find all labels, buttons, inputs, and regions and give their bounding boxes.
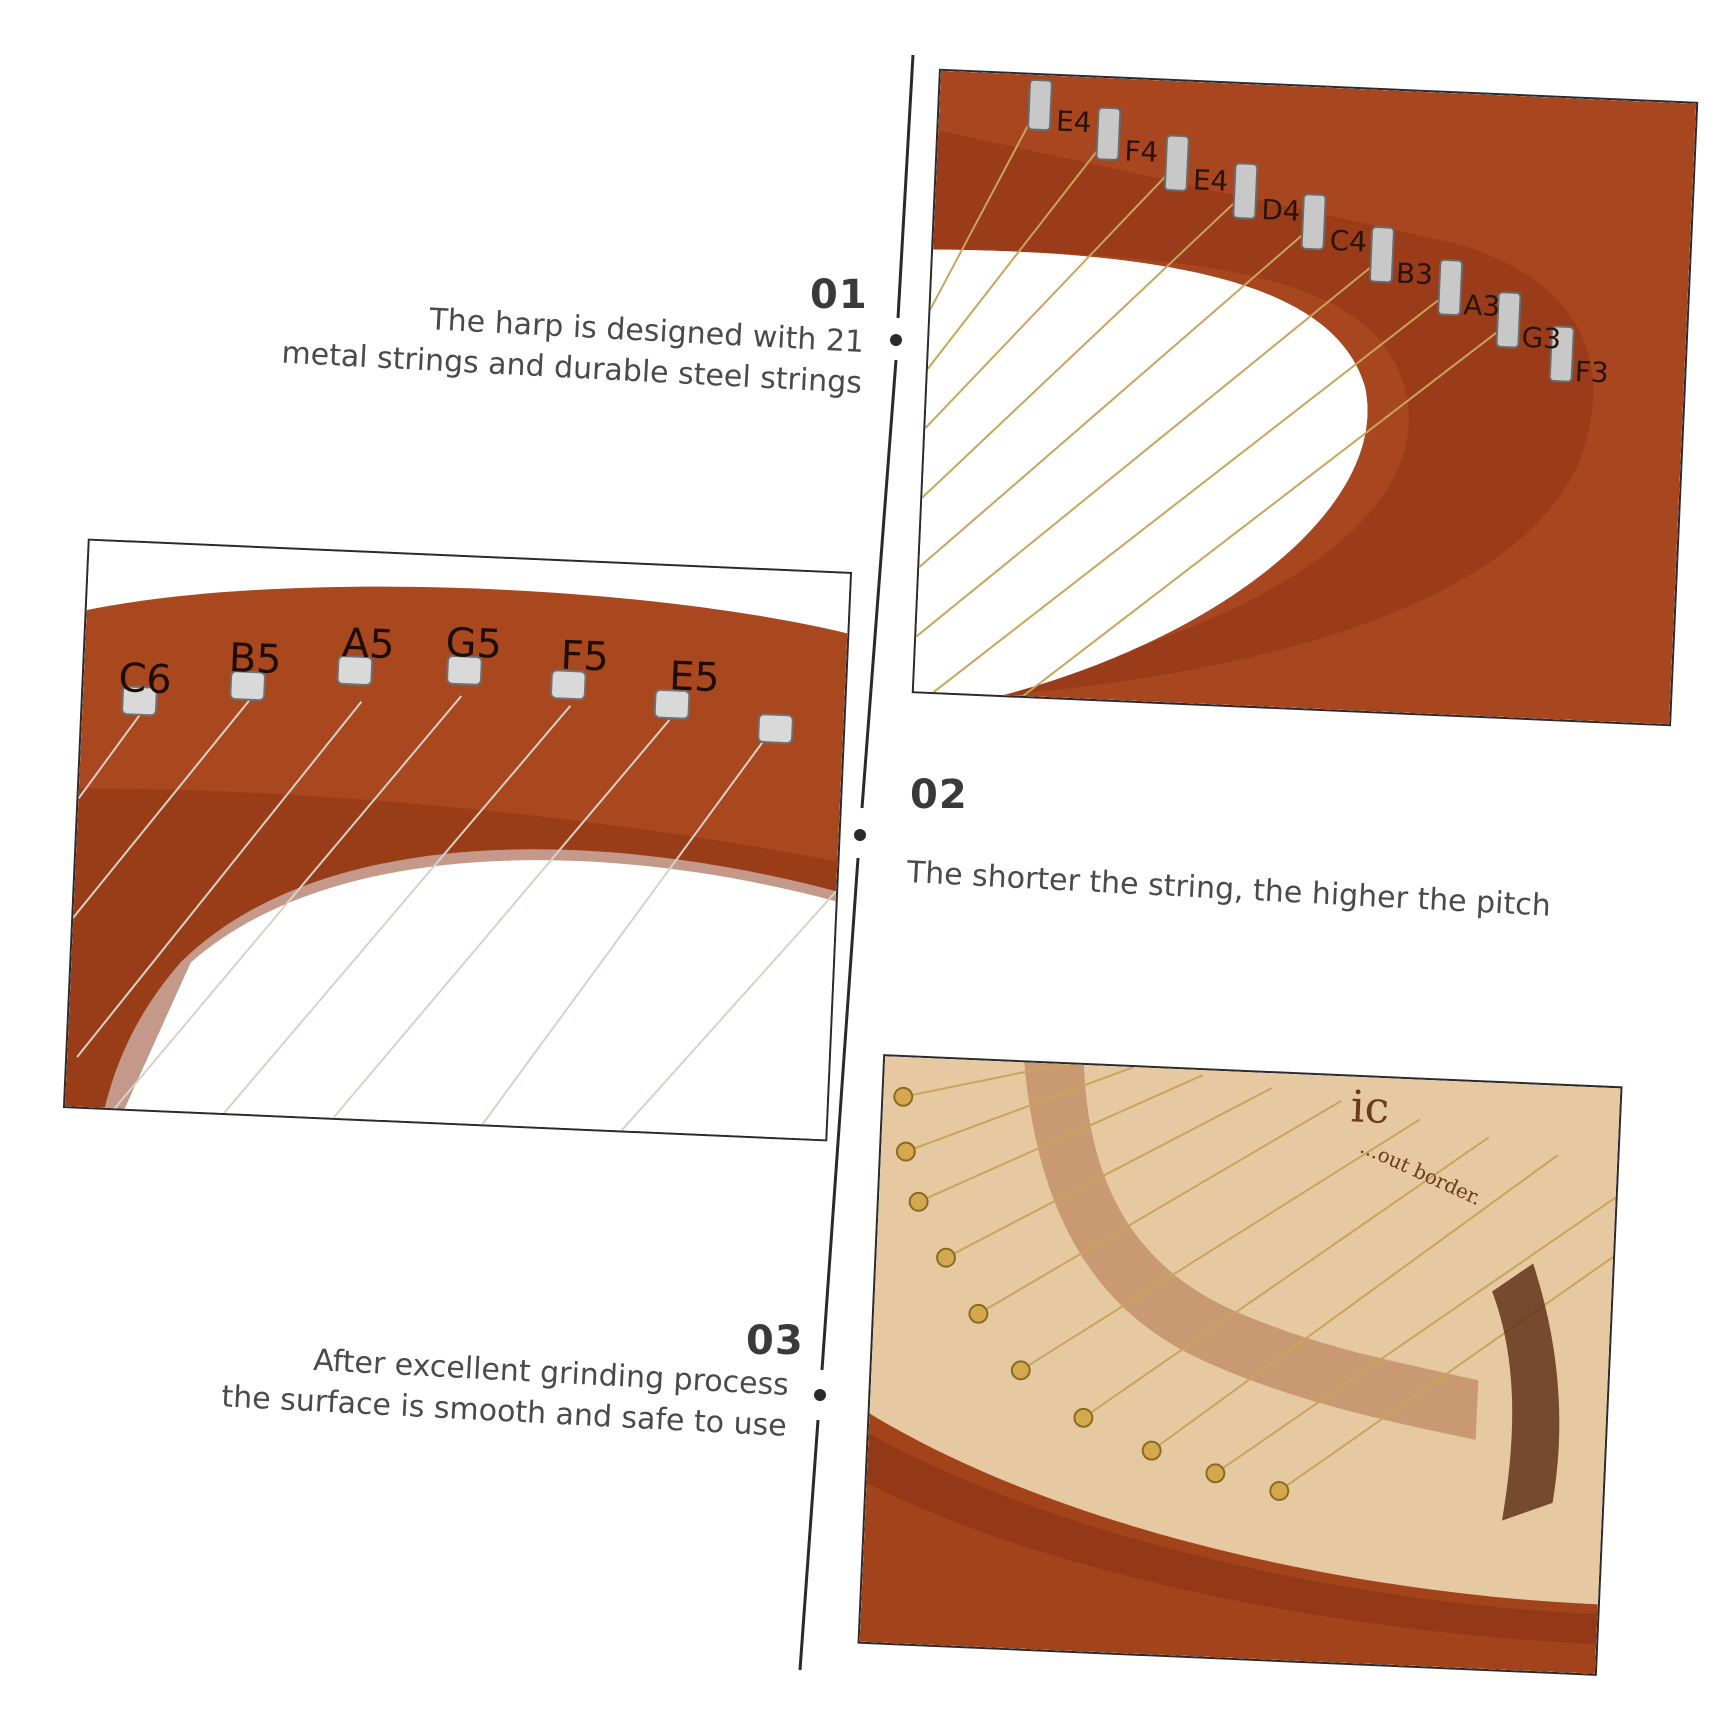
divider-dot-01 (890, 334, 902, 346)
note-label: B3 (1395, 257, 1433, 292)
feature-number-02: 02 (910, 772, 968, 818)
note-label: F3 (1574, 355, 1609, 389)
divider-dot-02 (854, 829, 866, 841)
note-label: C6 (118, 655, 173, 703)
note-label: G5 (445, 620, 503, 668)
note-label: E5 (668, 653, 720, 701)
note-label: C4 (1329, 224, 1368, 259)
note-label: A5 (341, 620, 395, 668)
note-label: A3 (1463, 288, 1501, 323)
note-label: F4 (1124, 134, 1159, 168)
photo-tuning-pins-left: C6 B5 A5 G5 F5 E5 (62, 538, 853, 1142)
photo-soundboard: ic ...out border. (857, 1054, 1623, 1676)
harp-soundboard-image: ic ...out border. (859, 1056, 1621, 1674)
harp-headstock-image: E4 F4 E4 D4 C4 B3 A3 G3 F3 (913, 70, 1697, 725)
note-label: G3 (1521, 321, 1562, 356)
photo-tuning-pins-top: E4 F4 E4 D4 C4 B3 A3 G3 F3 (911, 68, 1699, 727)
harp-arm-image: C6 B5 A5 G5 F5 E5 (65, 540, 850, 1140)
feature-number-03: 03 (746, 1318, 804, 1364)
note-label: B5 (228, 635, 283, 683)
feature-number-01: 01 (810, 272, 868, 318)
note-label: E4 (1055, 105, 1092, 139)
divider-dot-03 (814, 1389, 826, 1401)
engraved-brand-text: ic (1350, 1081, 1391, 1134)
note-label: D4 (1261, 193, 1302, 228)
note-label: E4 (1192, 163, 1229, 197)
note-label: F5 (560, 633, 610, 681)
